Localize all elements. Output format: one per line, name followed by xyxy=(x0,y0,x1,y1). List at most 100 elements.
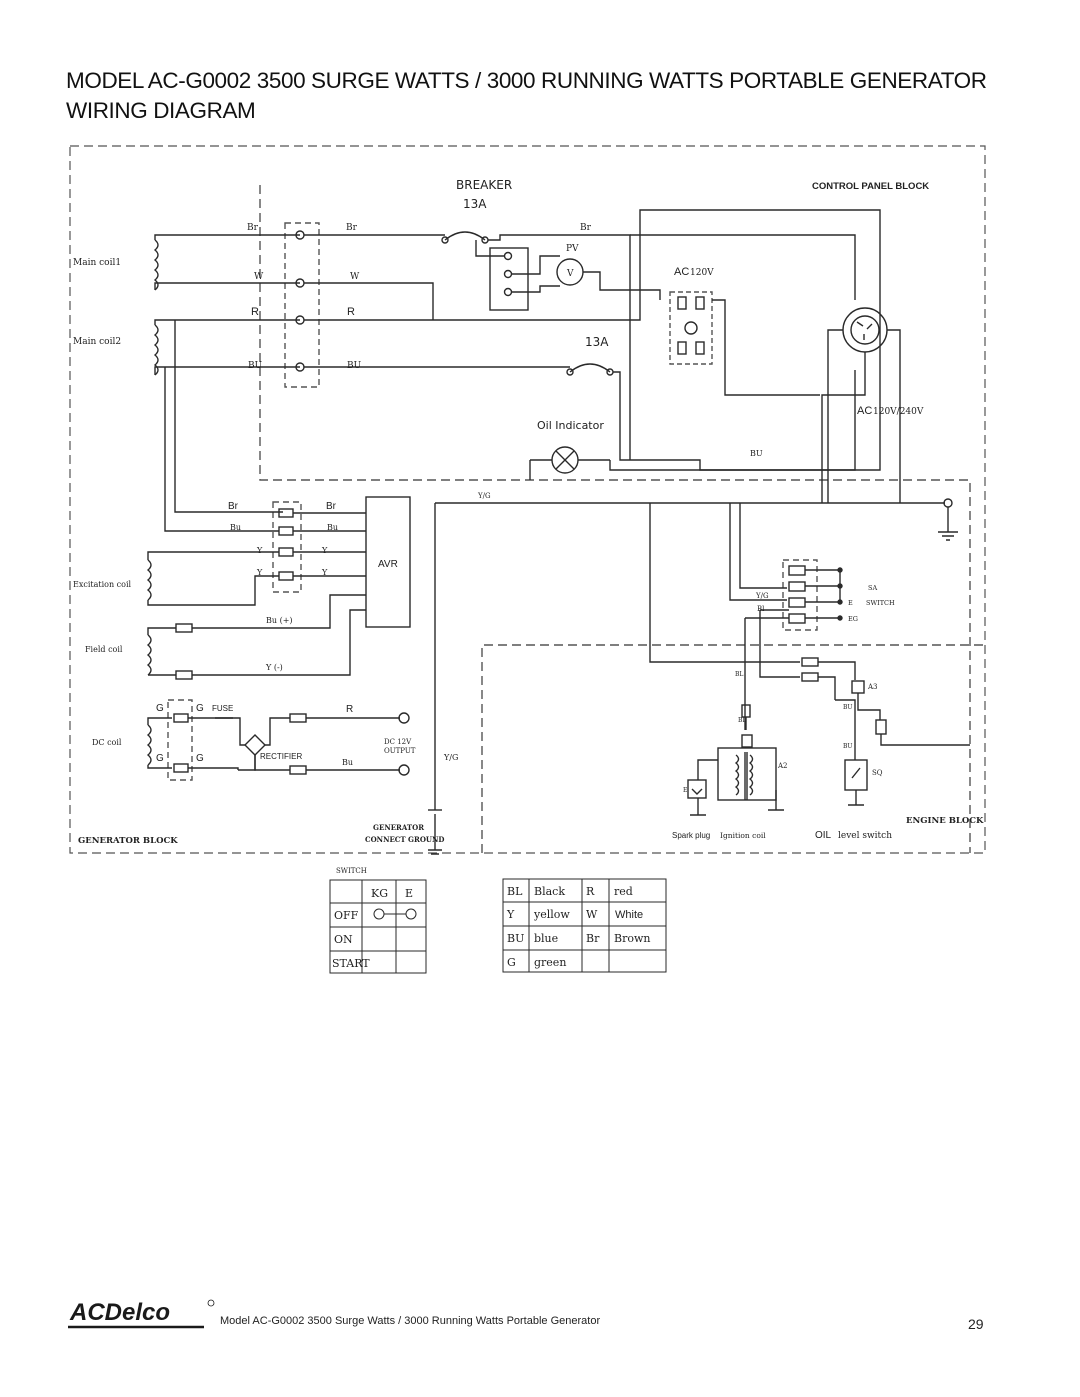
legend-color-green: green xyxy=(534,956,566,969)
wire-y-2: Y xyxy=(321,546,328,555)
legend-code-w: W xyxy=(586,908,598,921)
main-coil-2 xyxy=(153,324,159,376)
label-control-panel-block: CONTROL PANEL BLOCK xyxy=(812,181,929,192)
oil-level-switch-box xyxy=(844,759,868,791)
switch-table xyxy=(329,879,427,974)
switch-table-header-kg: KG xyxy=(371,887,388,900)
legend-color-black: Black xyxy=(534,885,565,898)
spark-plug xyxy=(687,779,707,799)
control-panel-block-border xyxy=(259,185,971,853)
color-legend-table xyxy=(502,878,667,973)
switch-table-title: SWITCH xyxy=(336,867,367,875)
label-ac240: AC xyxy=(857,405,872,417)
legend-code-bu: BU xyxy=(507,932,524,945)
label-avr: AVR xyxy=(378,559,398,570)
switch-table-header-e: E xyxy=(405,887,413,900)
wire-br-1: Br xyxy=(247,223,259,233)
wire-bu-8: BU xyxy=(843,743,852,750)
label-pv: PV xyxy=(566,244,579,254)
label-generator-ground-2: CONNECT GROUND xyxy=(365,835,445,844)
label-generator-block: GENERATOR BLOCK xyxy=(78,836,178,846)
acdelco-logo-text: ACDelco xyxy=(69,1299,170,1326)
page-title: MODEL AC-G0002 3500 SURGE WATTS / 3000 R… xyxy=(66,66,1026,126)
dc-coil xyxy=(146,724,152,766)
label-breaker-13a-top: 13A xyxy=(463,197,487,211)
label-sq: SQ xyxy=(872,769,883,777)
wire-bu-7: BU xyxy=(843,704,852,711)
main-terminal-block xyxy=(284,222,320,388)
label-switch-e: E xyxy=(848,599,853,607)
label-spark-plug: Spark plug xyxy=(672,831,710,840)
label-ac120-value: 120V xyxy=(690,268,714,278)
label-main-coil-1: Main coil1 xyxy=(73,258,121,268)
wire-w-2: W xyxy=(350,272,360,282)
label-fuse: FUSE xyxy=(212,704,233,713)
footer-text: Model AC-G0002 3500 Surge Watts / 3000 R… xyxy=(220,1315,601,1327)
label-field-coil: Field coil xyxy=(85,645,123,654)
wire-e: E xyxy=(683,787,687,794)
legend-code-bl: BL xyxy=(507,885,523,898)
color-legend-text: BL Black R red Y yellow W White BU blue … xyxy=(506,885,650,969)
wire-yg-2: Y/G xyxy=(443,753,458,762)
switch-terminal-block xyxy=(782,559,818,631)
label-switch-eg: EG xyxy=(848,615,858,623)
wire-br-4: Br xyxy=(228,501,239,512)
label-ignition-coil: Ignition coil xyxy=(720,831,766,840)
legend-color-brown: Brown xyxy=(614,932,650,945)
wire-y-4: Y xyxy=(321,568,328,577)
diagram-labels: CONTROL PANEL BLOCK BREAKER 13A 13A PV V… xyxy=(73,178,984,846)
label-rectifier: RECTIFIER xyxy=(260,752,302,761)
legend-color-yellow: yellow xyxy=(533,908,570,921)
wire-g-3: G xyxy=(156,753,164,764)
wire-bu-3: BU xyxy=(750,449,763,458)
wire-bu-6: Bu xyxy=(342,758,353,767)
wire-yg-3: Y/G xyxy=(755,592,769,600)
legend-color-white: White xyxy=(615,909,643,921)
label-ac240-value: 120V/240V xyxy=(873,407,924,417)
wire-bl-3: BL xyxy=(738,717,746,724)
wire-yg-1: Y/G xyxy=(477,492,491,500)
legend-color-blue: blue xyxy=(534,932,558,945)
breaker-lower xyxy=(569,363,611,373)
wire-y-3: Y xyxy=(256,568,263,577)
wire-br-2: Br xyxy=(346,223,358,233)
wire-w-1: W xyxy=(254,272,264,282)
label-ac120: AC xyxy=(674,266,689,278)
wire-r-2: R xyxy=(347,306,355,318)
label-oil-level-switch: level switch xyxy=(838,831,892,841)
diagram-outer-border xyxy=(69,145,986,854)
switch-table-row-on: ON xyxy=(334,933,353,946)
label-oil-level-switch-prefix: OIL xyxy=(815,830,832,841)
label-switch-sa: SA xyxy=(868,584,877,592)
wire-r-3: R xyxy=(346,704,353,715)
wire-bu-1: BU xyxy=(248,361,263,371)
legend-code-g: G xyxy=(507,956,516,969)
main-coil-1 xyxy=(153,239,159,291)
avr-box xyxy=(365,496,411,628)
label-switch-small: SWITCH xyxy=(866,599,895,607)
legend-color-red: red xyxy=(614,885,633,898)
page-title-line-1: MODEL AC-G0002 3500 SURGE WATTS / 3000 R… xyxy=(66,68,987,93)
label-breaker: BREAKER xyxy=(456,178,512,192)
label-generator-ground: GENERATOR xyxy=(373,823,424,832)
excitation-coil xyxy=(146,559,152,601)
ac120-receptacle xyxy=(669,291,713,365)
legend-code-r: R xyxy=(586,885,595,898)
wire-bl-1: Bl xyxy=(757,605,765,613)
label-oil-indicator: Oil Indicator xyxy=(537,419,604,432)
dc-terminal-block xyxy=(167,699,193,781)
switch-table-row-start: START xyxy=(332,957,370,970)
avr-terminal-block xyxy=(272,501,302,593)
field-coil xyxy=(146,634,152,676)
label-a3: A3 xyxy=(867,683,878,691)
wire-bl-2: BL xyxy=(735,671,743,678)
wire-y-1: Y xyxy=(256,546,263,555)
wire-g-4: G xyxy=(196,753,204,764)
label-engine-block: ENGINE BLOCK xyxy=(906,816,984,826)
label-main-coil-2: Main coil2 xyxy=(73,337,121,347)
switch-table-row-off: OFF xyxy=(334,909,359,922)
page-title-line-2: WIRING DIAGRAM xyxy=(66,98,256,123)
wire-bu-2: BU xyxy=(347,361,362,371)
page-number: 29 xyxy=(968,1316,984,1332)
label-a2: A2 xyxy=(777,762,788,770)
